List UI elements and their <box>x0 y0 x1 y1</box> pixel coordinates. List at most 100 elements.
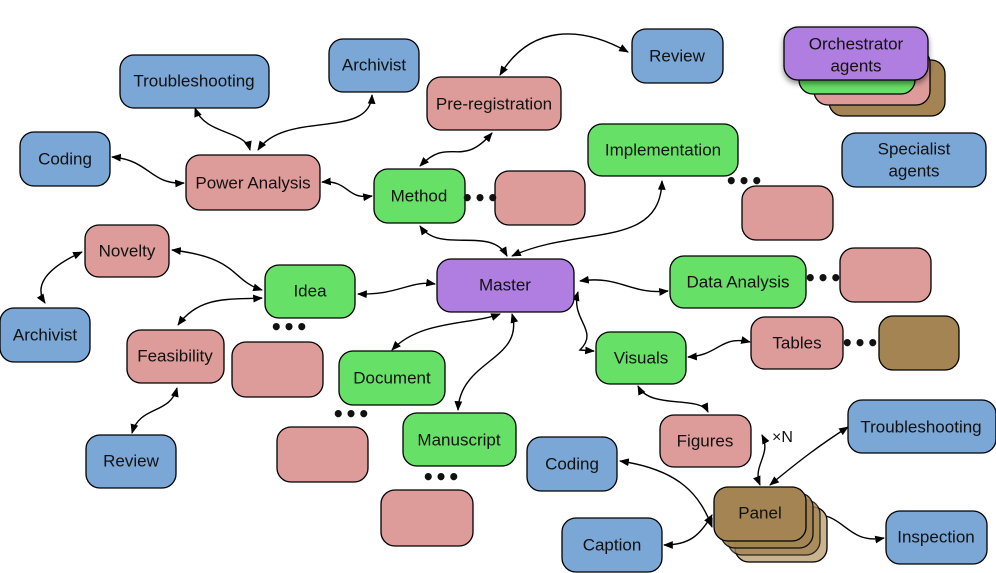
legend-specialist-line2: agents <box>888 162 939 181</box>
edge-idea-feasibility <box>177 294 263 326</box>
edge-method-power-analysis <box>321 177 373 202</box>
edge-panel-caption <box>663 514 713 549</box>
placeholder-implementation-agent <box>741 185 834 241</box>
node-method: Method <box>373 168 466 224</box>
node-pre-registration: Pre-registration <box>426 76 562 131</box>
legend-orchestrator-line2: agents <box>830 57 881 76</box>
svg-text:Figures: Figures <box>677 432 734 451</box>
svg-text:Idea: Idea <box>293 282 327 301</box>
edge-power-analysis-archivist <box>257 94 376 151</box>
svg-text:Pre-registration: Pre-registration <box>436 95 552 114</box>
node-review-left: Review <box>85 434 177 489</box>
placeholder-manuscript-agent <box>380 489 474 547</box>
node-figures: Figures <box>659 414 752 468</box>
node-idea: Idea <box>264 264 356 319</box>
node-document: Document <box>338 350 446 406</box>
svg-text:Novelty: Novelty <box>99 242 156 261</box>
node-panel: Panel <box>713 486 807 542</box>
edge-novelty-archivist <box>36 251 83 304</box>
edge-visuals-figures <box>637 385 709 413</box>
node-caption: Caption <box>561 517 663 573</box>
placeholder-tables-agent <box>878 315 960 371</box>
edge-preregistration-review <box>499 33 629 76</box>
edge-master-idea <box>357 278 436 299</box>
svg-text:Archivist: Archivist <box>13 326 78 345</box>
node-manuscript: Manuscript <box>402 412 517 467</box>
node-coding-bottom: Coding <box>526 436 618 492</box>
edge-master-data-analysis <box>579 275 669 296</box>
svg-text:Manuscript: Manuscript <box>417 431 500 450</box>
ellipsis-idea: ••• <box>270 315 308 339</box>
edge-master-manuscript <box>454 313 519 411</box>
svg-text:Caption: Caption <box>583 536 642 555</box>
svg-text:Method: Method <box>391 187 448 206</box>
edge-master-document <box>391 313 501 351</box>
edge-master-implementation <box>511 180 666 257</box>
edge-panel-coding <box>619 458 713 528</box>
svg-text:Master: Master <box>479 276 531 295</box>
node-novelty: Novelty <box>84 224 170 278</box>
node-power-analysis: Power Analysis <box>185 154 321 211</box>
svg-text:Troubleshooting: Troubleshooting <box>860 418 981 437</box>
edge-master-method <box>419 225 508 257</box>
ellipsis-method: ••• <box>461 186 499 210</box>
legend: Orchestrator agents Specialist agents <box>783 26 987 188</box>
ellipsis-document: ••• <box>332 402 370 426</box>
node-coding-left: Coding <box>19 131 111 187</box>
placeholder-idea-agent <box>231 341 324 398</box>
node-archivist-top: Archivist <box>328 38 420 93</box>
edge-power-analysis-troubleshooting <box>194 107 252 151</box>
node-troubleshooting-right: Troubleshooting <box>847 399 996 454</box>
ellipses: ••• ••• ••• ••• ••• ••• ••• <box>270 169 879 489</box>
svg-text:Power Analysis: Power Analysis <box>195 174 310 193</box>
node-data-analysis: Data Analysis <box>669 255 807 309</box>
legend-specialist-line1: Specialist <box>878 140 951 159</box>
edge-panel-troubleshooting <box>769 426 849 486</box>
node-visuals: Visuals <box>595 331 687 385</box>
svg-text:Review: Review <box>649 47 705 66</box>
placeholder-method-agent <box>494 170 586 226</box>
placeholder-data-analysis-agent <box>839 247 932 303</box>
svg-text:Troubleshooting: Troubleshooting <box>133 72 254 91</box>
ellipsis-tables: ••• <box>841 331 879 355</box>
ellipsis-data-analysis: ••• <box>804 266 842 290</box>
nodes: Master Idea Method Implementation Data A… <box>0 28 996 573</box>
svg-text:Implementation: Implementation <box>605 141 721 160</box>
svg-text:Document: Document <box>353 369 431 388</box>
edges <box>36 33 885 549</box>
node-tables: Tables <box>750 316 844 370</box>
edge-method-preregistration <box>419 132 493 167</box>
placeholder-document-agent <box>276 426 369 483</box>
edge-power-analysis-coding <box>111 153 185 188</box>
legend-orchestrator-line1: Orchestrator <box>809 35 904 54</box>
edge-feasibility-review <box>130 387 179 434</box>
svg-text:Visuals: Visuals <box>614 349 669 368</box>
svg-text:Coding: Coding <box>38 150 92 169</box>
svg-text:Inspection: Inspection <box>897 528 975 547</box>
node-archivist-left: Archivist <box>0 307 91 363</box>
svg-text:Feasibility: Feasibility <box>137 347 213 366</box>
node-feasibility: Feasibility <box>126 329 225 384</box>
node-troubleshooting-top: Troubleshooting <box>119 54 270 109</box>
edge-idea-novelty <box>171 247 263 292</box>
node-review-top: Review <box>631 28 724 84</box>
svg-text:Panel: Panel <box>738 504 781 523</box>
legend-specialist-box <box>841 132 987 188</box>
legend-orchestrator-box <box>783 26 929 81</box>
panel-multiplier: ×N <box>772 429 793 446</box>
node-inspection: Inspection <box>885 510 988 565</box>
svg-text:Archivist: Archivist <box>342 56 407 75</box>
edge-figures-panel <box>753 434 770 486</box>
svg-text:Tables: Tables <box>772 334 821 353</box>
edge-visuals-tables <box>687 336 751 361</box>
node-implementation: Implementation <box>587 123 739 177</box>
ellipsis-manuscript: ••• <box>422 465 460 489</box>
svg-text:Review: Review <box>103 452 159 471</box>
ellipsis-implementation: ••• <box>725 169 763 193</box>
edge-master-visuals <box>571 291 595 355</box>
node-master: Master <box>436 258 575 313</box>
svg-text:Coding: Coding <box>545 455 599 474</box>
svg-text:Data Analysis: Data Analysis <box>687 273 790 292</box>
